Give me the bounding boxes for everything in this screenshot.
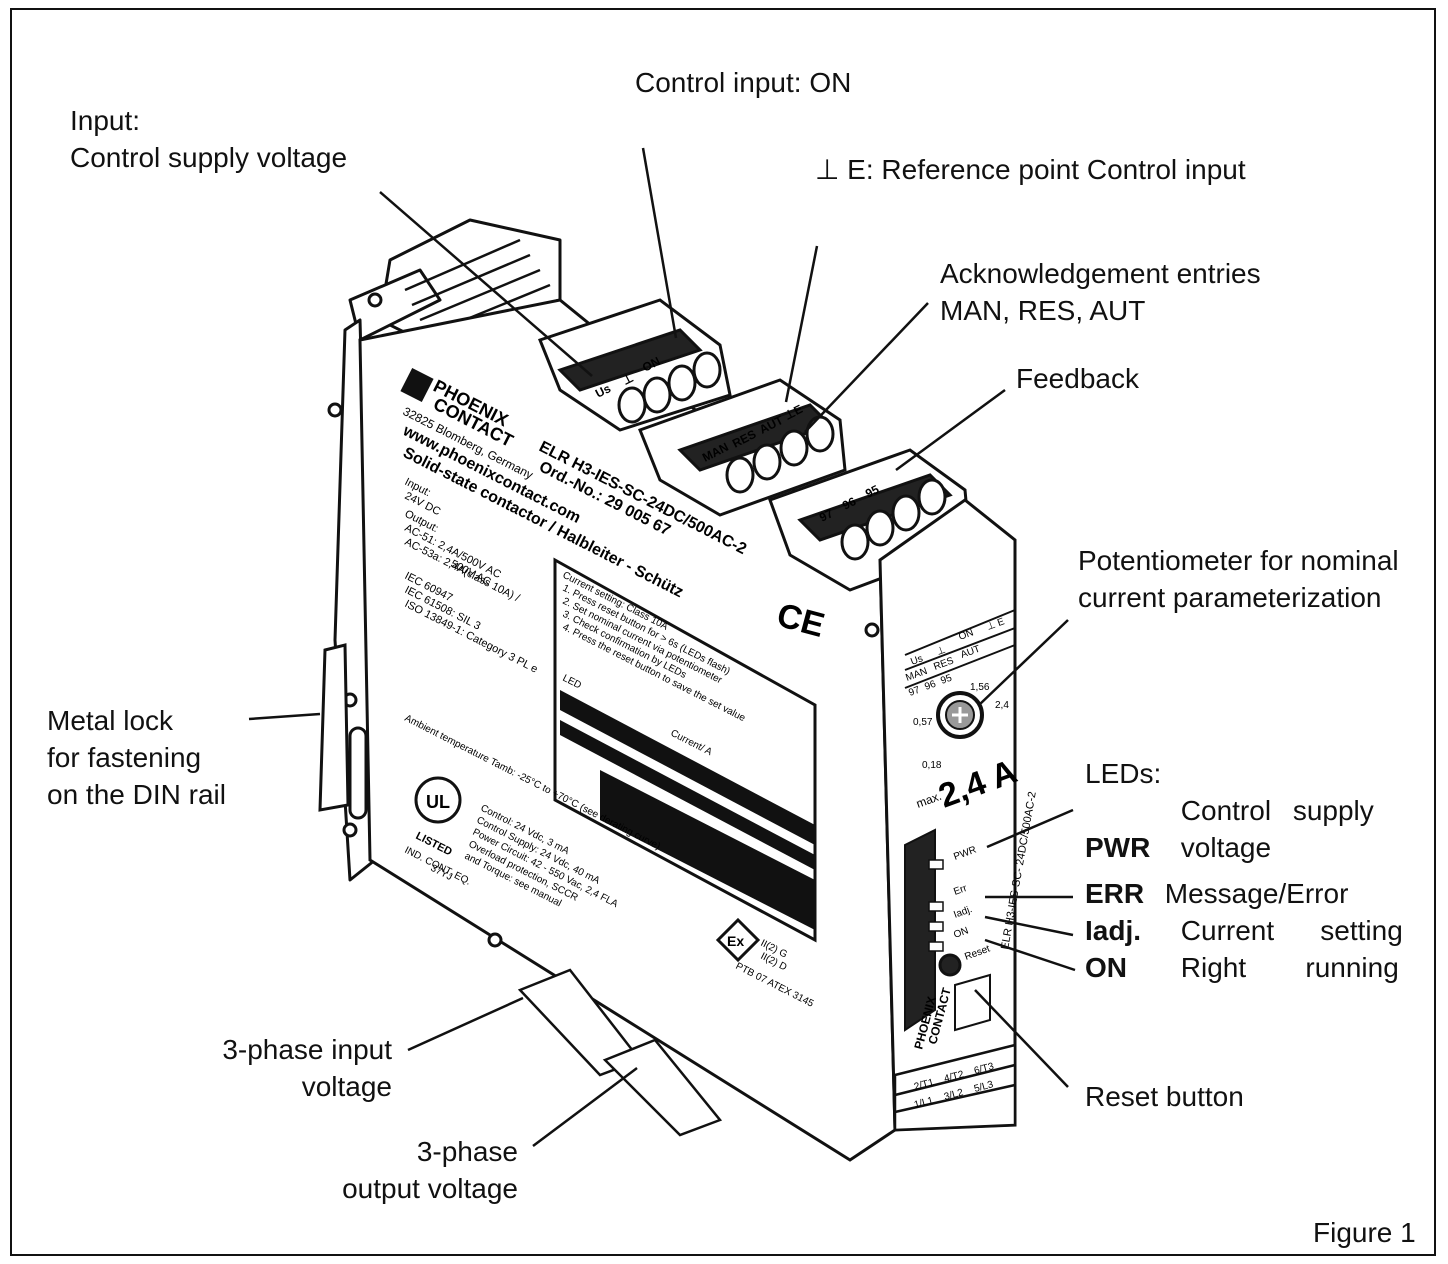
callout-phase-input: 3-phase input voltage bbox=[222, 1034, 392, 1102]
callout-reference-point: ⊥ E: Reference point Control input bbox=[815, 154, 1246, 185]
led-legend-iadj: Iadj. Current setting bbox=[1085, 912, 1403, 949]
front-led-panel bbox=[904, 828, 936, 1032]
front-led-indicators bbox=[928, 859, 944, 952]
terminal-block-2 bbox=[638, 378, 847, 517]
terminal-screws-3 bbox=[840, 478, 947, 561]
device-label-text: 97 bbox=[817, 506, 836, 525]
led-key: ERR bbox=[1085, 878, 1145, 909]
figure-label: Figure 1 bbox=[1313, 1217, 1416, 1248]
callout-feedback: Feedback bbox=[1016, 363, 1139, 394]
led-key: PWR bbox=[1085, 832, 1151, 863]
callout-acknowledgement: Acknowledgement entries MAN, RES, AUT bbox=[940, 258, 1261, 326]
device-label-text: 97 bbox=[907, 685, 922, 699]
led-legend-on: ON Right running bbox=[1085, 949, 1399, 986]
callout-potentiometer: Potentiometer for nominal current parame… bbox=[1078, 545, 1399, 613]
device-label-text: 0,18 bbox=[922, 760, 942, 771]
leader-metal-lock bbox=[248, 712, 321, 721]
potentiometer[interactable] bbox=[936, 691, 984, 739]
leader-feedback bbox=[895, 388, 1006, 472]
leader-iadj bbox=[984, 915, 1074, 937]
mounting-holes bbox=[327, 292, 880, 948]
bottom-clamps bbox=[517, 968, 723, 1137]
device-label-text: ⊥ bbox=[935, 645, 947, 658]
device-label-text: 1,56 bbox=[970, 682, 990, 693]
callout-control-input-on: Control input: ON bbox=[635, 67, 852, 98]
device-label-text: 2,4 bbox=[995, 700, 1009, 711]
front-bottom-window bbox=[954, 973, 991, 1032]
bottom-terminal-labels: 2/T1 4/T2 6/T3 1/L1 3/L2 5/L3 bbox=[913, 1061, 996, 1111]
device-label-text: 96 bbox=[923, 679, 938, 693]
callout-reset-button: Reset button bbox=[1085, 1081, 1244, 1112]
device-label-text: 3/L2 bbox=[943, 1087, 965, 1103]
device-label-text: Err bbox=[952, 883, 969, 898]
led-legend-pwr: PWR Control supply voltage bbox=[1085, 792, 1374, 866]
metal-lock bbox=[318, 643, 350, 812]
led-desc: Control supply voltage bbox=[1180, 795, 1374, 863]
reset-button-graphic[interactable] bbox=[938, 953, 962, 977]
device-label-text: 6/T3 bbox=[973, 1061, 996, 1077]
din-slot bbox=[348, 726, 368, 820]
callout-input-supply: Input: Control supply voltage bbox=[70, 105, 348, 173]
current-table bbox=[560, 690, 815, 930]
leader-input-supply bbox=[379, 191, 593, 377]
leader-on bbox=[984, 938, 1076, 972]
bottom-terminals bbox=[893, 1043, 1017, 1132]
device-label-text: Us bbox=[909, 653, 924, 668]
led-desc: Current setting bbox=[1180, 915, 1403, 946]
leader-reference-point bbox=[784, 245, 819, 403]
device-label-text: 95 bbox=[939, 673, 954, 687]
led-desc: Message/Error bbox=[1164, 878, 1349, 909]
leader-acknowledgement bbox=[804, 302, 929, 433]
leader-potentiometer bbox=[978, 619, 1069, 706]
ex-mark: Ex bbox=[727, 933, 744, 949]
device-label-text: 1/L1 bbox=[913, 1095, 935, 1111]
svg-text:UL: UL bbox=[426, 792, 450, 812]
device-label-text: 4/T2 bbox=[943, 1069, 966, 1085]
device-label-text: 0,57 bbox=[913, 717, 933, 728]
led-key: Iadj. bbox=[1085, 915, 1142, 946]
led-desc: Right running bbox=[1180, 952, 1399, 983]
leader-reset bbox=[974, 989, 1069, 1088]
instruction-panel bbox=[553, 557, 817, 943]
device-label-text: ON bbox=[957, 627, 975, 642]
figure-frame bbox=[10, 8, 1436, 1256]
callout-phase-output: 3-phase output voltage bbox=[342, 1136, 518, 1204]
led-legend-err: ERR Message/Error bbox=[1085, 875, 1348, 912]
callout-metal-lock: Metal lock for fastening on the DIN rail bbox=[47, 705, 226, 810]
leader-phase-input bbox=[407, 996, 524, 1052]
leader-pwr bbox=[986, 808, 1074, 849]
leds-heading: LEDs: bbox=[1085, 758, 1162, 789]
potentiometer-scale: 0,18 0,57 1,56 2,4 bbox=[913, 682, 1009, 771]
front-led-labels: PWR Err Iadj. ON Reset bbox=[952, 844, 992, 962]
device-label-text: 95 bbox=[863, 482, 882, 501]
front-label-grid bbox=[904, 609, 1016, 689]
device-label-text: 5/L3 bbox=[973, 1079, 995, 1095]
leader-control-on bbox=[641, 147, 678, 339]
terminal-screws-1 bbox=[617, 351, 722, 424]
leader-lines bbox=[248, 147, 1076, 1147]
device-label-text: ON bbox=[952, 925, 970, 940]
device-label-text: Us bbox=[593, 381, 613, 401]
led-key: ON bbox=[1085, 952, 1127, 983]
leader-phase-output bbox=[532, 1067, 638, 1147]
device-label-text: 2/T1 bbox=[913, 1077, 936, 1093]
device-label-text: 96 bbox=[840, 494, 859, 513]
